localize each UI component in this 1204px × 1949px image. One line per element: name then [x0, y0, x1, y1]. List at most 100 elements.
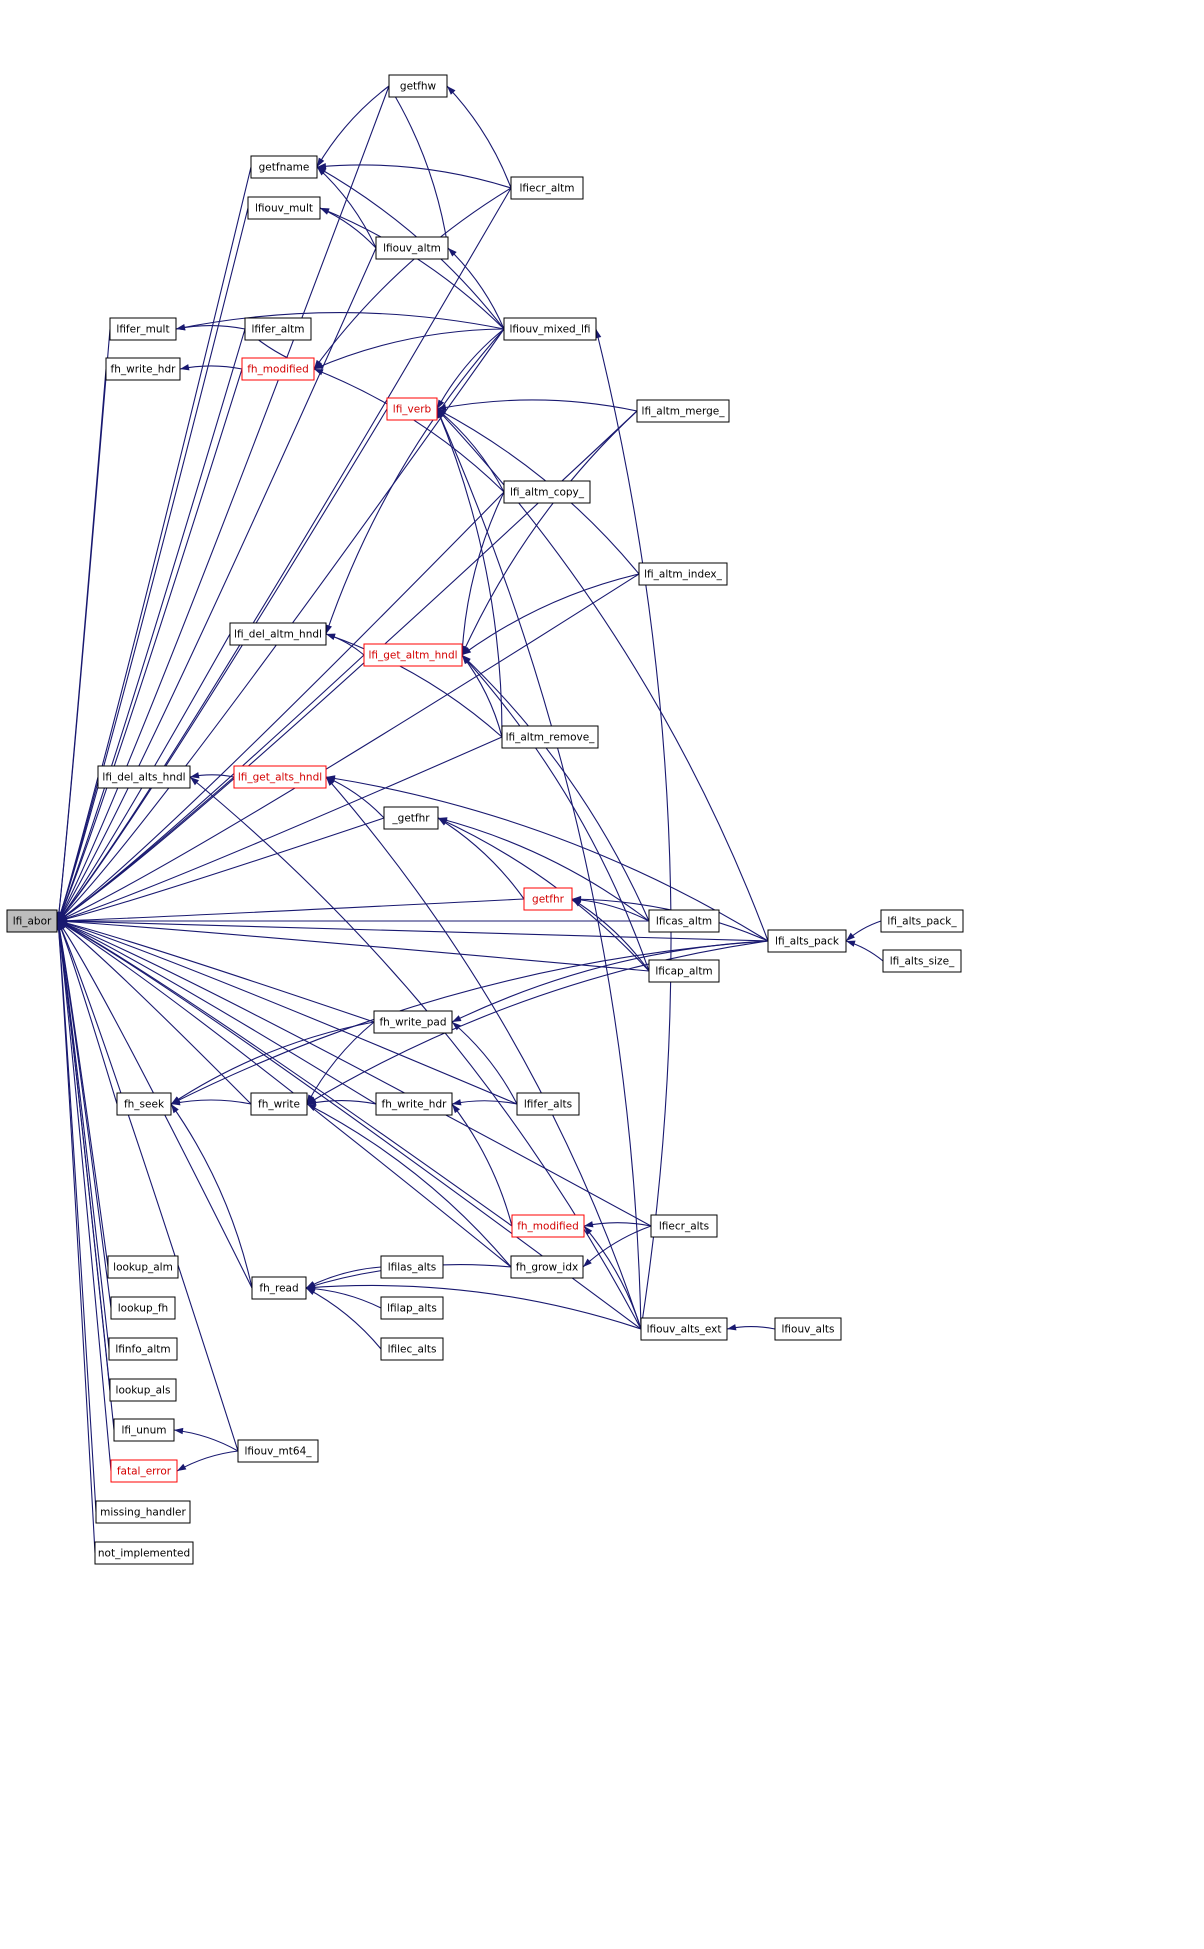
node-lfiecr_altm[interactable]: lfiecr_altm	[510, 176, 584, 200]
node-_getfhr[interactable]: _getfhr	[383, 806, 439, 830]
arrowhead-lfiouv_mixed_lfi-lfi_verb	[437, 399, 445, 409]
node-lfi_del_altm_hndl[interactable]: lfi_del_altm_hndl	[229, 622, 327, 646]
edge-fh_write_pad-fh_seek	[170, 1021, 375, 1105]
node-lfi_altm_merge_[interactable]: lfi_altm_merge_	[636, 399, 730, 423]
node-lfi_alts_pack_[interactable]: lfi_alts_pack_	[880, 909, 964, 933]
node-lfilec_alts[interactable]: lfilec_alts	[380, 1337, 444, 1361]
node-fh_write_hdr_bot[interactable]: fh_write_hdr	[375, 1092, 453, 1116]
node-label: lfilec_alts	[388, 1344, 437, 1356]
edge-lfiouv_mixed_lfi-lfi_verb	[436, 328, 505, 410]
node-box	[767, 929, 847, 953]
node-lfilas_alts[interactable]: lfilas_alts	[380, 1255, 444, 1279]
node-fh_modified_bot[interactable]: fh_modified	[511, 1214, 585, 1238]
node-lfi_get_alts_hndl[interactable]: lfi_get_alts_hndl	[233, 765, 327, 789]
arrowhead-lfiouv_alts_ext-fh_read	[306, 1284, 316, 1291]
arrowhead-lfi_alts_size_-lfi_alts_pack	[846, 940, 856, 947]
node-label: lfi_altm_index_	[644, 569, 722, 581]
edge-fh_grow_idx-lfi_abor	[57, 920, 512, 1268]
node-fatal_error[interactable]: fatal_error	[110, 1459, 178, 1483]
node-label: fh_modified	[247, 364, 309, 376]
arrowhead-fh_write-fh_seek	[171, 1099, 181, 1106]
node-fh_grow_idx[interactable]: fh_grow_idx	[510, 1255, 584, 1279]
node-box	[109, 1378, 177, 1402]
node-fh_seek[interactable]: fh_seek	[116, 1092, 172, 1116]
edge-lfiouv_altm-getfname	[316, 166, 377, 249]
node-lfi_verb[interactable]: lfi_verb	[386, 397, 438, 421]
node-not_implemented[interactable]: not_implemented	[94, 1541, 194, 1565]
edge-lfifer_alts-fh_write_hdr_bot	[451, 1100, 518, 1105]
node-box	[113, 1418, 175, 1442]
node-lookup_als[interactable]: lookup_als	[109, 1378, 177, 1402]
node-box	[229, 622, 327, 646]
node-getfhw[interactable]: getfhw	[388, 74, 448, 98]
node-lfi_unum[interactable]: lfi_unum	[113, 1418, 175, 1442]
node-lfi_get_altm_hndl[interactable]: lfi_get_altm_hndl	[363, 643, 463, 667]
arrowhead-lfiecr_alts-fh_grow_idx	[583, 1258, 592, 1267]
node-lfilap_alts[interactable]: lfilap_alts	[380, 1296, 444, 1320]
node-missing_handler[interactable]: missing_handler	[95, 1500, 191, 1524]
node-lfifer_altm[interactable]: lfifer_altm	[244, 317, 312, 341]
edge-lfi_altm_remove_-lfi_verb	[436, 408, 503, 738]
node-getfname[interactable]: getfname	[250, 155, 318, 179]
node-lfiecr_alts[interactable]: lfiecr_alts	[650, 1214, 718, 1238]
arrowhead-lfiecr_altm-getfname	[317, 163, 327, 170]
node-lfiouv_alts_ext[interactable]: lfiouv_alts_ext	[640, 1317, 728, 1341]
node-lfinfo_altm[interactable]: lfinfo_altm	[108, 1337, 178, 1361]
node-lookup_alm[interactable]: lookup_alm	[107, 1255, 179, 1279]
node-lficap_altm[interactable]: lficap_altm	[648, 959, 720, 983]
node-lfi_altm_copy_[interactable]: lfi_altm_copy_	[503, 480, 591, 504]
node-lookup_fh[interactable]: lookup_fh	[110, 1296, 176, 1320]
node-lfiouv_mt64_[interactable]: lfiouv_mt64_	[237, 1439, 319, 1463]
node-fh_write_hdr_top[interactable]: fh_write_hdr	[105, 357, 181, 381]
edge-getfname-lfi_abor	[57, 166, 252, 922]
edge-getfhr-_getfhr	[437, 817, 525, 900]
node-lfiouv_mixed_lfi[interactable]: lfiouv_mixed_lfi	[503, 317, 597, 341]
edge-lficap_altm-lfi_abor	[57, 920, 650, 972]
edge-lfi_altm_remove_-lfi_abor	[57, 736, 503, 922]
edge-lfiecr_alts-fh_modified_bot	[583, 1222, 652, 1227]
arrowhead-lfiouv_mixed_lfi-lfiouv_altm	[448, 248, 457, 257]
edge-lfi_verb-lfi_abor	[57, 408, 388, 922]
node-fh_read[interactable]: fh_read	[251, 1276, 307, 1300]
arrowhead-lfiouv_alts-lfiouv_alts_ext	[727, 1324, 737, 1331]
node-label: lfiouv_altm	[383, 243, 441, 255]
node-label: lficap_altm	[655, 966, 712, 978]
node-fh_write_pad[interactable]: fh_write_pad	[373, 1010, 453, 1034]
node-lfifer_mult[interactable]: lfifer_mult	[109, 317, 177, 341]
node-lfiouv_altm[interactable]: lfiouv_altm	[375, 236, 449, 260]
node-label: lfiecr_alts	[659, 1221, 709, 1233]
arrowhead-fh_modified_top-fh_write_hdr_top	[180, 364, 190, 371]
arrowhead-lfiouv_mt64_-lfi_unum	[174, 1427, 184, 1435]
node-lfi_altm_index_[interactable]: lfi_altm_index_	[638, 562, 728, 586]
node-lfi_alts_pack[interactable]: lfi_alts_pack	[767, 929, 847, 953]
edge-lficap_altm-_getfhr	[437, 817, 650, 972]
edge-fh_grow_idx-fh_write	[306, 1103, 512, 1268]
node-box	[648, 909, 720, 933]
arrowhead-lfifer_altm-lfifer_mult	[176, 324, 186, 331]
node-getfhr[interactable]: getfhr	[523, 887, 573, 911]
node-label: fatal_error	[117, 1466, 172, 1478]
arrowhead-lfi_alts_pack-fh_write_pad	[452, 1015, 462, 1022]
edge-lfifer_altm-lfi_abor	[57, 328, 246, 922]
node-lfi_del_alts_hndl[interactable]: lfi_del_alts_hndl	[97, 765, 191, 789]
edge-lfi_alts_pack-fh_seek	[170, 940, 769, 1105]
edge-getfhw-getfname	[316, 85, 390, 168]
node-label: lfifer_mult	[116, 324, 169, 336]
node-lfifer_alts[interactable]: lfifer_alts	[516, 1092, 580, 1116]
edge-fh_seek-lfi_abor	[57, 920, 118, 1105]
node-box	[386, 397, 438, 421]
edge-lfiecr_altm-fh_modified_top	[313, 187, 512, 370]
node-lfi_alts_size_[interactable]: lfi_alts_size_	[882, 949, 962, 973]
node-lfi_abor[interactable]: lfi_abor	[6, 909, 58, 933]
edge-lfi_alts_pack-fh_write	[306, 940, 769, 1105]
edge-lfiouv_mixed_lfi-lfifer_mult	[175, 312, 505, 330]
node-lficas_altm[interactable]: lficas_altm	[648, 909, 720, 933]
node-fh_modified_top[interactable]: fh_modified	[241, 357, 315, 381]
node-box	[250, 1092, 308, 1116]
node-lfiouv_mult[interactable]: lfiouv_mult	[247, 196, 321, 220]
edge-fh_modified_bot-fh_write_hdr_bot	[451, 1103, 513, 1227]
node-lfiouv_alts[interactable]: lfiouv_alts	[774, 1317, 842, 1341]
node-fh_write[interactable]: fh_write	[250, 1092, 308, 1116]
node-lfi_altm_remove_[interactable]: lfi_altm_remove_	[501, 725, 599, 749]
